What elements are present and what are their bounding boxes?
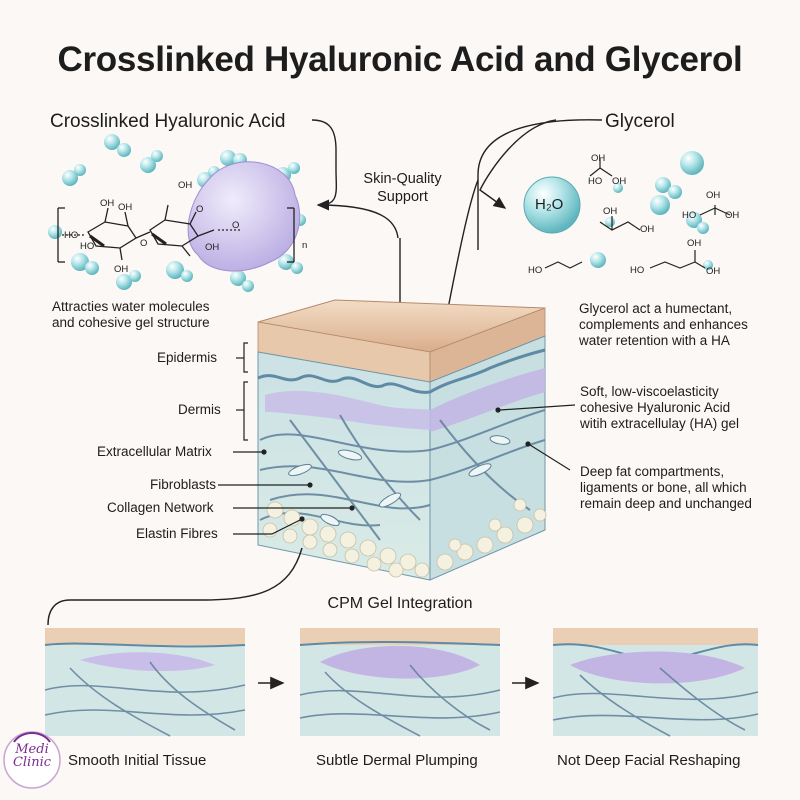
water-bubbles-right [523, 151, 713, 270]
logo-text: Medi Clinic [8, 743, 56, 769]
skin-cube [257, 299, 547, 581]
label-dermis: Dermis [178, 402, 221, 417]
chem-oh-4: OH [205, 242, 219, 253]
ha-heading: Crosslinked Hyaluronic Acid [50, 111, 286, 132]
water-bubbles-left [48, 134, 306, 292]
chem-oh-5: OH [114, 264, 128, 275]
ha-structure [57, 204, 295, 263]
logo-line-2: Clinic [12, 755, 52, 770]
chem-ho-1: HO [64, 230, 78, 241]
glycerol-structures [544, 158, 731, 269]
chem-ho-2: HO [80, 241, 94, 252]
chem-o-3: O [232, 220, 239, 231]
gly-ho-2: HO [682, 210, 696, 221]
page-title: Crosslinked Hyaluronic Acid and Glycerol [57, 40, 743, 79]
gly-oh-3: OH [603, 206, 617, 217]
gly-ho-4: HO [630, 265, 644, 276]
caption-panel-2: Subtle Dermal Plumping [316, 752, 478, 769]
label-leaders [218, 342, 576, 535]
chem-oh-3: OH [178, 180, 192, 191]
label-fibroblasts: Fibroblasts [150, 477, 217, 492]
gly-oh-2: OH [612, 176, 626, 187]
clinic-logo [3, 731, 61, 789]
integration-heading: CPM Gel Integration [327, 595, 473, 612]
gel-annotation: Soft, low-viscoelasticity cohesive Hyalu… [580, 384, 740, 431]
gly-oh-5: OH [706, 190, 720, 201]
caption-panel-1: Smooth Initial Tissue [68, 752, 207, 769]
chem-oh-1: OH [100, 198, 114, 209]
label-elastin: Elastin Fibres [136, 526, 218, 541]
chem-oh-2: OH [118, 202, 132, 213]
panel-connector [47, 547, 303, 626]
gly-oh-7: OH [687, 238, 701, 249]
gly-ho-1: HO [588, 176, 602, 187]
skin-quality-label: Skin-Quality Support [363, 171, 442, 205]
panel-2 [299, 628, 501, 737]
chem-o-1: O [196, 204, 203, 215]
gly-oh-6: OH [725, 210, 739, 221]
panel-1 [44, 628, 246, 737]
logo-line-1: Medi [15, 742, 49, 757]
gly-oh-1: OH [591, 153, 605, 164]
gly-oh-8: OH [706, 266, 720, 277]
panel-3 [552, 628, 759, 737]
caption-panel-3: Not Deep Facial Reshaping [557, 752, 741, 769]
gly-ho-3: HO [528, 265, 542, 276]
label-ecm: Extracellular Matrix [97, 444, 212, 459]
label-collagen: Collagen Network [107, 500, 214, 515]
water-label: H₂O [535, 196, 564, 213]
gly-oh-4: OH [640, 224, 654, 235]
label-epidermis: Epidermis [157, 350, 218, 365]
chem-o-2: O [140, 238, 147, 249]
deep-annotation: Deep fat compartments, ligaments or bone… [580, 464, 752, 511]
ha-gel-blob [187, 161, 301, 272]
ha-description: Attracties water molecules and cohesive … [52, 299, 210, 330]
glycerol-description: Glycerol act a humectant, complements an… [579, 301, 748, 348]
glycerol-heading: Glycerol [605, 111, 675, 132]
chem-n: n [302, 240, 307, 251]
